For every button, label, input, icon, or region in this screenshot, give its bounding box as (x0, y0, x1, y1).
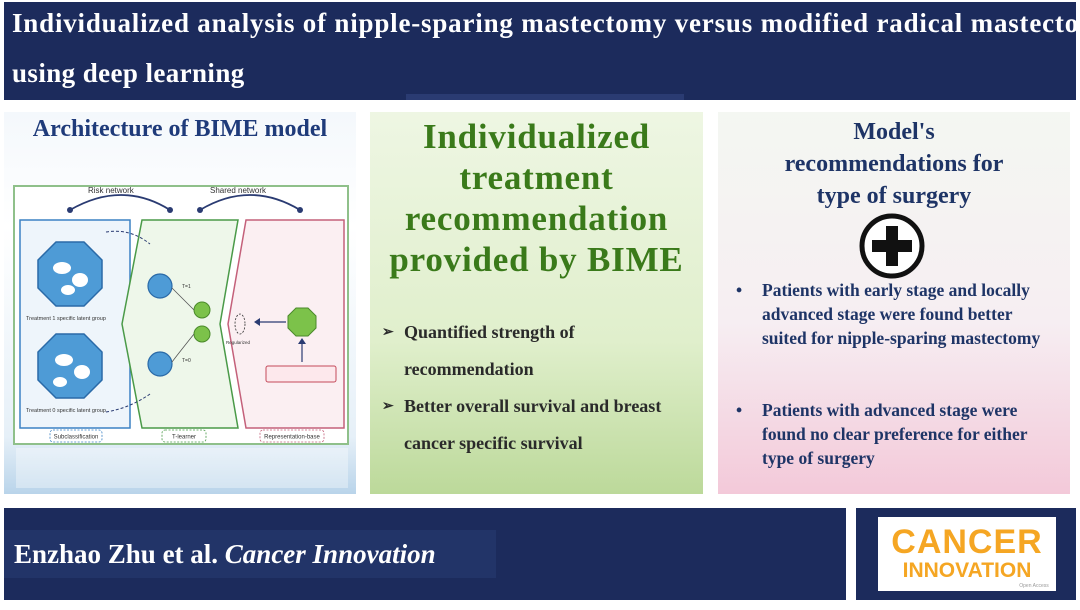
risk-network-arc (69, 194, 171, 211)
citation: Enzhao Zhu et al. Cancer Innovation (14, 539, 436, 570)
cluster-blob (55, 354, 73, 366)
recommendation-bullet-line1: Better overall survival and breast (404, 396, 662, 416)
bullet-dot-icon: • (736, 280, 743, 300)
cluster-blob (74, 365, 90, 379)
bullet-dot-icon: • (736, 400, 743, 420)
shared-network-arc (199, 194, 301, 211)
header-banner: Individualized analysis of nipple-sparin… (4, 2, 1080, 100)
architecture-diagram: Risk network Shared network Treatment 1 … (10, 184, 354, 490)
citation-authors: Enzhao Zhu et al. (14, 539, 219, 569)
cluster-blob (61, 285, 75, 295)
recommendation-bullet-line2: recommendation (404, 359, 534, 379)
recommendation-panel: Individualized treatment recommendation … (370, 112, 703, 494)
logo-text-innovation: INNOVATION (903, 559, 1032, 582)
t-learner-label: T-learner (172, 435, 196, 441)
page-title-line2: using deep learning (12, 58, 245, 88)
link-line (171, 287, 195, 311)
model-title-line: type of surgery (816, 183, 972, 209)
recommendation-title-line: recommendation (404, 199, 669, 238)
footer-banner: Enzhao Zhu et al. Cancer Innovation (4, 508, 846, 600)
t1-node (147, 273, 173, 299)
representation-label: Representation-base (264, 435, 320, 441)
link-line (171, 333, 195, 363)
input-octagon (287, 307, 317, 337)
subclassification-tag (49, 429, 103, 443)
page-title-line1: Individualized analysis of nipple-sparin… (12, 8, 1080, 38)
model-bullet-text: Patients with advanced stage were found … (762, 400, 1028, 468)
arc-node (167, 207, 173, 213)
regularized-label: Regularized (226, 340, 251, 345)
shared-network-label: Shared network (210, 186, 267, 195)
architecture-panel: Architecture of BIME model Risk network … (4, 112, 356, 494)
recommendation-bullet-line2: cancer specific survival (404, 433, 583, 453)
hidden-node (193, 325, 211, 343)
arc-node (297, 207, 303, 213)
recommendation-title-line: Individualized (422, 117, 651, 156)
citation-journal: Cancer Innovation (224, 539, 436, 569)
logo-tagline: Open Access (1019, 583, 1049, 589)
model-title-line: Model's (853, 119, 935, 145)
model-recommendations-panel: Model's recommendations for type of surg… (718, 112, 1070, 494)
arc-node (67, 207, 73, 213)
arrow-head (298, 338, 306, 344)
plus-circle-icon (859, 213, 925, 279)
t-learner-tag (161, 429, 207, 443)
model-bullet-text: Patients with early stage and locally ad… (762, 280, 1041, 348)
model-bullet: • Patients with early stage and locally … (736, 278, 1058, 350)
architecture-diagram-svg: Risk network Shared network Treatment 1 … (13, 185, 349, 488)
treatment1-octagon (37, 241, 103, 307)
recommendation-bullet: ➢ Better overall survival and breast can… (382, 388, 698, 462)
arrow-head (254, 318, 260, 326)
representation-tag (259, 429, 325, 443)
arrow-bullet-icon: ➢ (382, 325, 394, 340)
model-bullet: • Patients with advanced stage were foun… (736, 398, 1058, 470)
recommendation-title: Individualized treatment recommendation … (370, 116, 703, 280)
reflection (16, 448, 348, 488)
risk-network-label: Risk network (88, 186, 135, 195)
footer-inner-band (4, 530, 496, 578)
cluster-blob (72, 273, 88, 287)
loss-formula-box (265, 365, 337, 383)
treatment0-group-label: Treatment 0 specific latent group (26, 408, 106, 414)
recommendation-title-line: provided by BIME (389, 240, 684, 279)
dashed-arrow (105, 230, 151, 245)
journal-logo-box: CANCER INNOVATION Open Access (856, 508, 1076, 600)
journal-logo-svg: CANCER INNOVATION Open Access (891, 523, 1049, 589)
t0-label: T=0 (182, 358, 191, 364)
recommendation-bullet-line1: Quantified strength of (404, 322, 575, 342)
treatment1-group-label: Treatment 1 specific latent group (26, 316, 106, 322)
journal-logo: CANCER INNOVATION Open Access (878, 517, 1056, 591)
recommendation-title-line: treatment (459, 158, 614, 197)
phi-ellipse (234, 313, 246, 335)
subclassification-label: Subclassification (54, 435, 99, 441)
logo-text-cancer: CANCER (891, 523, 1042, 561)
t1-label: T=1 (182, 284, 191, 290)
hidden-node (193, 301, 211, 319)
model-title: Model's recommendations for type of surg… (718, 116, 1070, 212)
cluster-blob (53, 262, 71, 274)
header-decoration (406, 94, 684, 100)
recommendation-bullet: ➢ Quantified strength of recommendation (382, 314, 698, 388)
cluster-blob (53, 377, 67, 387)
architecture-title: Architecture of BIME model (32, 116, 328, 142)
arrow-bullet-icon: ➢ (382, 399, 394, 414)
model-title-line: recommendations for (784, 151, 1004, 177)
t-learner-block (121, 219, 239, 429)
arc-node (197, 207, 203, 213)
treatment0-octagon (37, 333, 103, 399)
t0-node (147, 351, 173, 377)
